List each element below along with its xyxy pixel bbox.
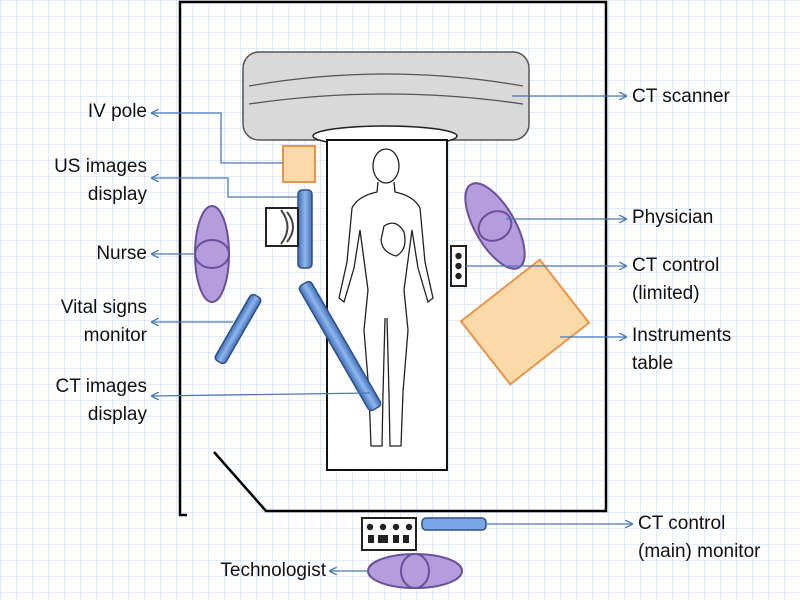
label-technologist: Technologist (220, 560, 326, 581)
iv-pole (282, 145, 316, 183)
ct-scanner (242, 51, 530, 147)
ultrasound-machine (265, 207, 299, 247)
ct-control-main-panel (361, 517, 417, 551)
nurse-figure (194, 205, 230, 303)
label-us-images-display: US images display (54, 156, 147, 205)
room-walls (178, 0, 608, 517)
label-nurse: Nurse (96, 243, 147, 264)
label-ct-control-main-monitor: CT control (main) monitor (638, 513, 761, 562)
vital-signs-monitor-bar (214, 293, 262, 365)
leader-arrows (152, 96, 632, 571)
patient-table (326, 139, 448, 471)
label-vital-signs-monitor: Vital signs monitor (60, 297, 147, 346)
ct-images-display-bar (298, 280, 382, 412)
label-ct-images-display: CT images display (55, 376, 147, 425)
technologist-figure (367, 553, 463, 589)
label-iv-pole: IV pole (87, 101, 147, 122)
instruments-table-shape (459, 258, 591, 386)
ct-control-main-monitor-bar (421, 517, 487, 531)
label-physician: Physician (632, 207, 714, 228)
physician-figure (464, 182, 526, 270)
label-instruments-table: Instruments table (632, 325, 732, 374)
us-images-display-bar (297, 189, 313, 269)
label-ct-control-limited: CT control (limited) (632, 255, 720, 304)
label-ct-scanner: CT scanner (632, 86, 730, 107)
ct-control-limited-panel (450, 245, 467, 287)
